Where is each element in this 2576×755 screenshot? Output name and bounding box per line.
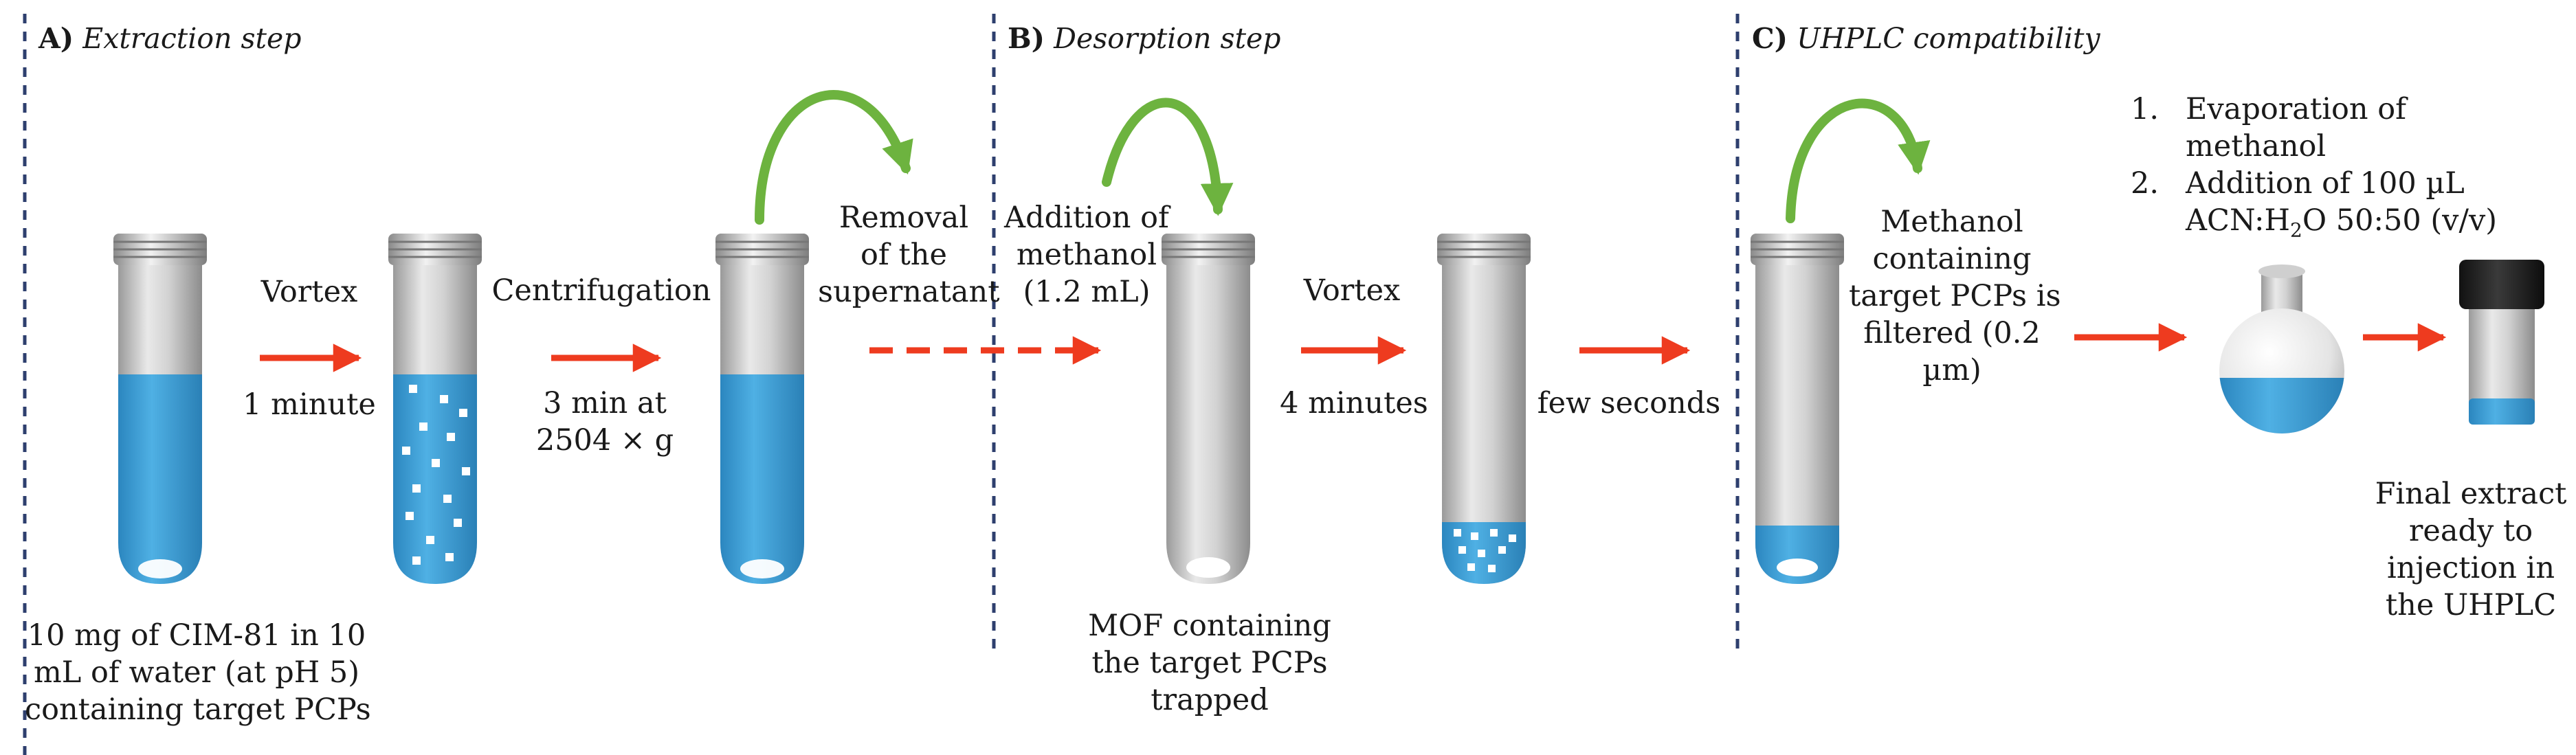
label-methanol-filtered: Methanol containing target PCPs is filte… [1849,205,2061,387]
curve-filtering [1786,98,1931,223]
label-vortex-2-time: 4 minutes [1280,386,1428,420]
transfer-arrows [755,90,1931,225]
tube-desorbing [1437,234,1531,584]
caption-sample: 10 mg of CIM-81 in 10 mL of water (at pH… [25,618,371,727]
section-c-header: C) UHPLC compatibility [1752,22,2100,55]
section-a-header: A) Extraction step [38,22,302,55]
curve-removal [755,90,913,225]
label-vortex-1-time: 1 minute [243,387,376,422]
label-vortex-2: Vortex [1303,273,1401,308]
label-centrifugation-cond: 3 min at 2504 × g [535,386,674,458]
vial [2459,260,2544,425]
curve-addition [1102,98,1234,216]
procedure-step-1: 1.Evaporation of [2131,92,2407,126]
solvent-formula: ACN:H2O 50:50 (v/v) [2186,203,2498,242]
label-few-seconds: few seconds [1537,386,1721,420]
section-b-header: B) Desorption step [1008,22,1281,55]
caption-mof: MOF containing the target PCPs trapped [1088,609,1331,717]
label-vortex-1: Vortex [260,275,358,309]
tube-mof [1162,234,1255,584]
procedure-step-2: 2.Addition of 100 µL [2131,166,2465,201]
tube-dispersed [388,234,482,584]
label-centrifugation: Centrifugation [491,273,711,308]
procedure-steps: 1.Evaporation of methanol 2.Addition of … [2131,92,2498,242]
round-bottom-flask [2219,264,2344,433]
process-arrows [260,323,2447,372]
tube-centrifuged [715,234,809,584]
caption-final-extract: Final extract ready to injection in the … [2375,477,2567,622]
tube-sample [113,234,207,584]
label-removal: Removal of the supernatant [818,201,1000,309]
label-addition: Addition of methanol (1.2 mL) [1004,201,1169,309]
tube-filtered [1751,234,1844,584]
